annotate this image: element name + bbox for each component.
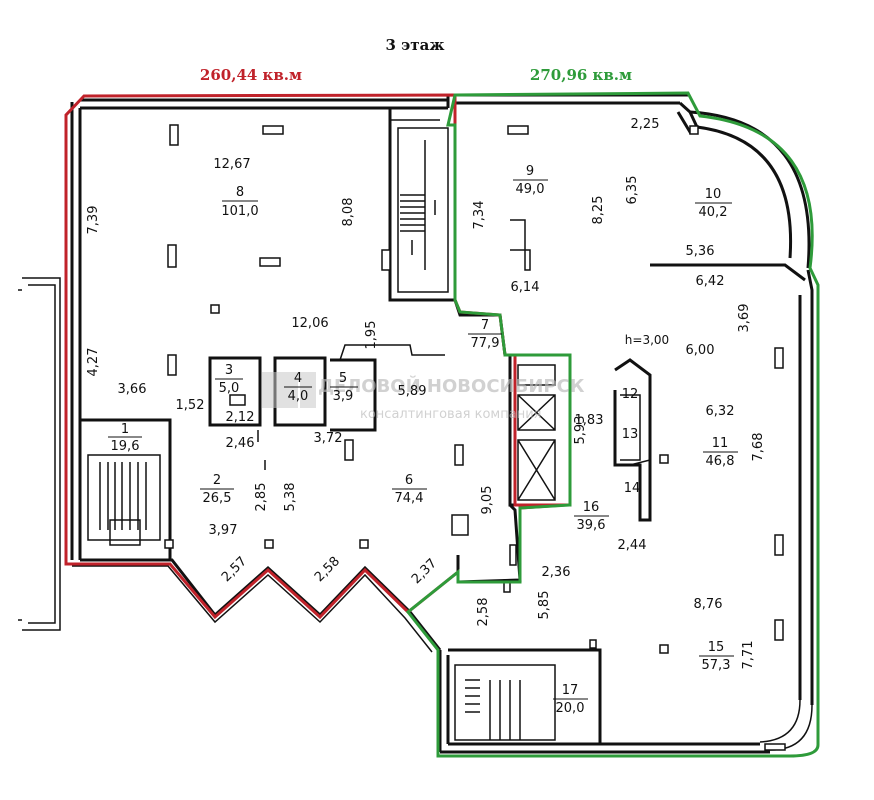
- svg-text:3,69: 3,69: [737, 304, 752, 333]
- svg-text:3,97: 3,97: [209, 523, 238, 538]
- svg-text:2,58: 2,58: [476, 598, 491, 627]
- svg-text:2,58: 2,58: [312, 554, 343, 585]
- svg-text:9,05: 9,05: [480, 486, 495, 515]
- svg-text:8,08: 8,08: [341, 198, 356, 227]
- svg-text:5: 5: [339, 371, 347, 386]
- watermark: ДЕЛОВОЙ НОВОСИБИРСК консалтинговая компа…: [262, 372, 585, 422]
- watermark-subtitle: консалтинговая компания: [360, 407, 541, 422]
- svg-text:16: 16: [583, 500, 600, 515]
- svg-text:7: 7: [481, 318, 489, 333]
- svg-text:8,25: 8,25: [591, 196, 606, 225]
- room-15: 15 57,3: [699, 640, 734, 673]
- svg-text:6,14: 6,14: [511, 280, 540, 295]
- svg-text:101,0: 101,0: [221, 204, 258, 219]
- svg-text:2,12: 2,12: [226, 410, 255, 425]
- room-14: 14: [624, 481, 641, 496]
- svg-text:2,37: 2,37: [409, 556, 440, 587]
- room-12: 12: [622, 387, 639, 402]
- svg-text:39,6: 39,6: [577, 518, 606, 533]
- svg-text:11: 11: [712, 436, 729, 451]
- room-6: 6 74,4: [392, 473, 427, 506]
- room-8: 8 101,0: [221, 185, 258, 219]
- svg-text:46,8: 46,8: [706, 454, 735, 469]
- svg-text:3: 3: [225, 363, 233, 378]
- svg-text:1,95: 1,95: [364, 321, 379, 350]
- svg-text:77,9: 77,9: [471, 336, 500, 351]
- svg-text:74,4: 74,4: [395, 491, 424, 506]
- room-9: 9 49,0: [513, 164, 548, 197]
- left-zone-area: 260,44 кв.м: [200, 66, 302, 84]
- svg-text:2,57: 2,57: [219, 554, 250, 585]
- svg-text:3,66: 3,66: [118, 382, 147, 397]
- svg-text:5,85: 5,85: [537, 591, 552, 620]
- room-17: 17 20,0: [553, 683, 588, 716]
- svg-text:2: 2: [213, 473, 221, 488]
- svg-text:5,93: 5,93: [573, 416, 588, 445]
- svg-text:6,32: 6,32: [706, 404, 735, 419]
- svg-text:7,68: 7,68: [751, 433, 766, 462]
- left-zone-outline: [64, 93, 570, 620]
- room-labels: 8 101,0 9 49,0 10 40,2 7 77,9 3 5,0 4 4,…: [108, 164, 738, 716]
- svg-text:5,36: 5,36: [686, 244, 715, 259]
- svg-text:1: 1: [121, 422, 129, 437]
- svg-text:57,3: 57,3: [702, 658, 731, 673]
- svg-text:5,89: 5,89: [398, 384, 427, 399]
- svg-text:12,06: 12,06: [291, 316, 328, 331]
- room-7: 7 77,9: [468, 318, 502, 351]
- svg-text:49,0: 49,0: [516, 182, 545, 197]
- svg-text:40,2: 40,2: [699, 205, 728, 220]
- room-5: 5 3,9: [330, 371, 358, 404]
- svg-text:3,9: 3,9: [333, 389, 354, 404]
- svg-text:5,38: 5,38: [283, 483, 298, 512]
- svg-text:26,5: 26,5: [203, 491, 232, 506]
- floor-title: 3 этаж: [386, 36, 445, 54]
- room-2: 2 26,5: [200, 473, 234, 506]
- svg-text:15: 15: [708, 640, 725, 655]
- svg-text:7,34: 7,34: [472, 201, 487, 230]
- svg-text:10: 10: [705, 187, 722, 202]
- ceiling-height: h=3,00: [625, 333, 669, 347]
- svg-text:2,46: 2,46: [226, 436, 255, 451]
- right-zone-area: 270,96 кв.м: [530, 66, 632, 84]
- svg-text:4,0: 4,0: [288, 389, 309, 404]
- exterior-walls: [18, 93, 814, 754]
- columns: [164, 124, 786, 751]
- room-13: 13: [622, 427, 639, 442]
- room-10: 10 40,2: [695, 187, 732, 220]
- watermark-title: ДЕЛОВОЙ НОВОСИБИРСК: [318, 375, 585, 397]
- svg-text:9: 9: [526, 164, 534, 179]
- room-3: 3 5,0: [215, 363, 243, 396]
- svg-text:19,6: 19,6: [111, 439, 140, 454]
- svg-text:6,00: 6,00: [686, 343, 715, 358]
- svg-text:1,83: 1,83: [575, 413, 604, 428]
- svg-text:20,0: 20,0: [556, 701, 585, 716]
- svg-text:8: 8: [236, 185, 244, 200]
- svg-text:1,52: 1,52: [176, 398, 205, 413]
- room-4: 4 4,0: [284, 371, 312, 404]
- svg-text:4: 4: [294, 371, 302, 386]
- svg-text:17: 17: [562, 683, 579, 698]
- svg-text:2,36: 2,36: [542, 565, 571, 580]
- svg-text:6: 6: [405, 473, 413, 488]
- room-16: 16 39,6: [574, 500, 609, 533]
- svg-text:8,76: 8,76: [694, 597, 723, 612]
- svg-text:12,67: 12,67: [213, 157, 250, 172]
- svg-text:5,0: 5,0: [219, 381, 240, 396]
- room-1: 1 19,6: [108, 422, 142, 454]
- svg-text:2,85: 2,85: [254, 483, 269, 512]
- room-11: 11 46,8: [703, 436, 738, 469]
- svg-text:2,44: 2,44: [618, 538, 647, 553]
- right-zone-outline: [405, 91, 820, 758]
- svg-text:3,72: 3,72: [314, 431, 343, 446]
- svg-text:6,42: 6,42: [696, 274, 725, 289]
- svg-text:2,25: 2,25: [631, 117, 660, 132]
- svg-text:7,39: 7,39: [86, 206, 101, 235]
- svg-text:4,27: 4,27: [86, 348, 101, 377]
- svg-text:7,71: 7,71: [741, 641, 756, 670]
- svg-text:6,35: 6,35: [625, 176, 640, 205]
